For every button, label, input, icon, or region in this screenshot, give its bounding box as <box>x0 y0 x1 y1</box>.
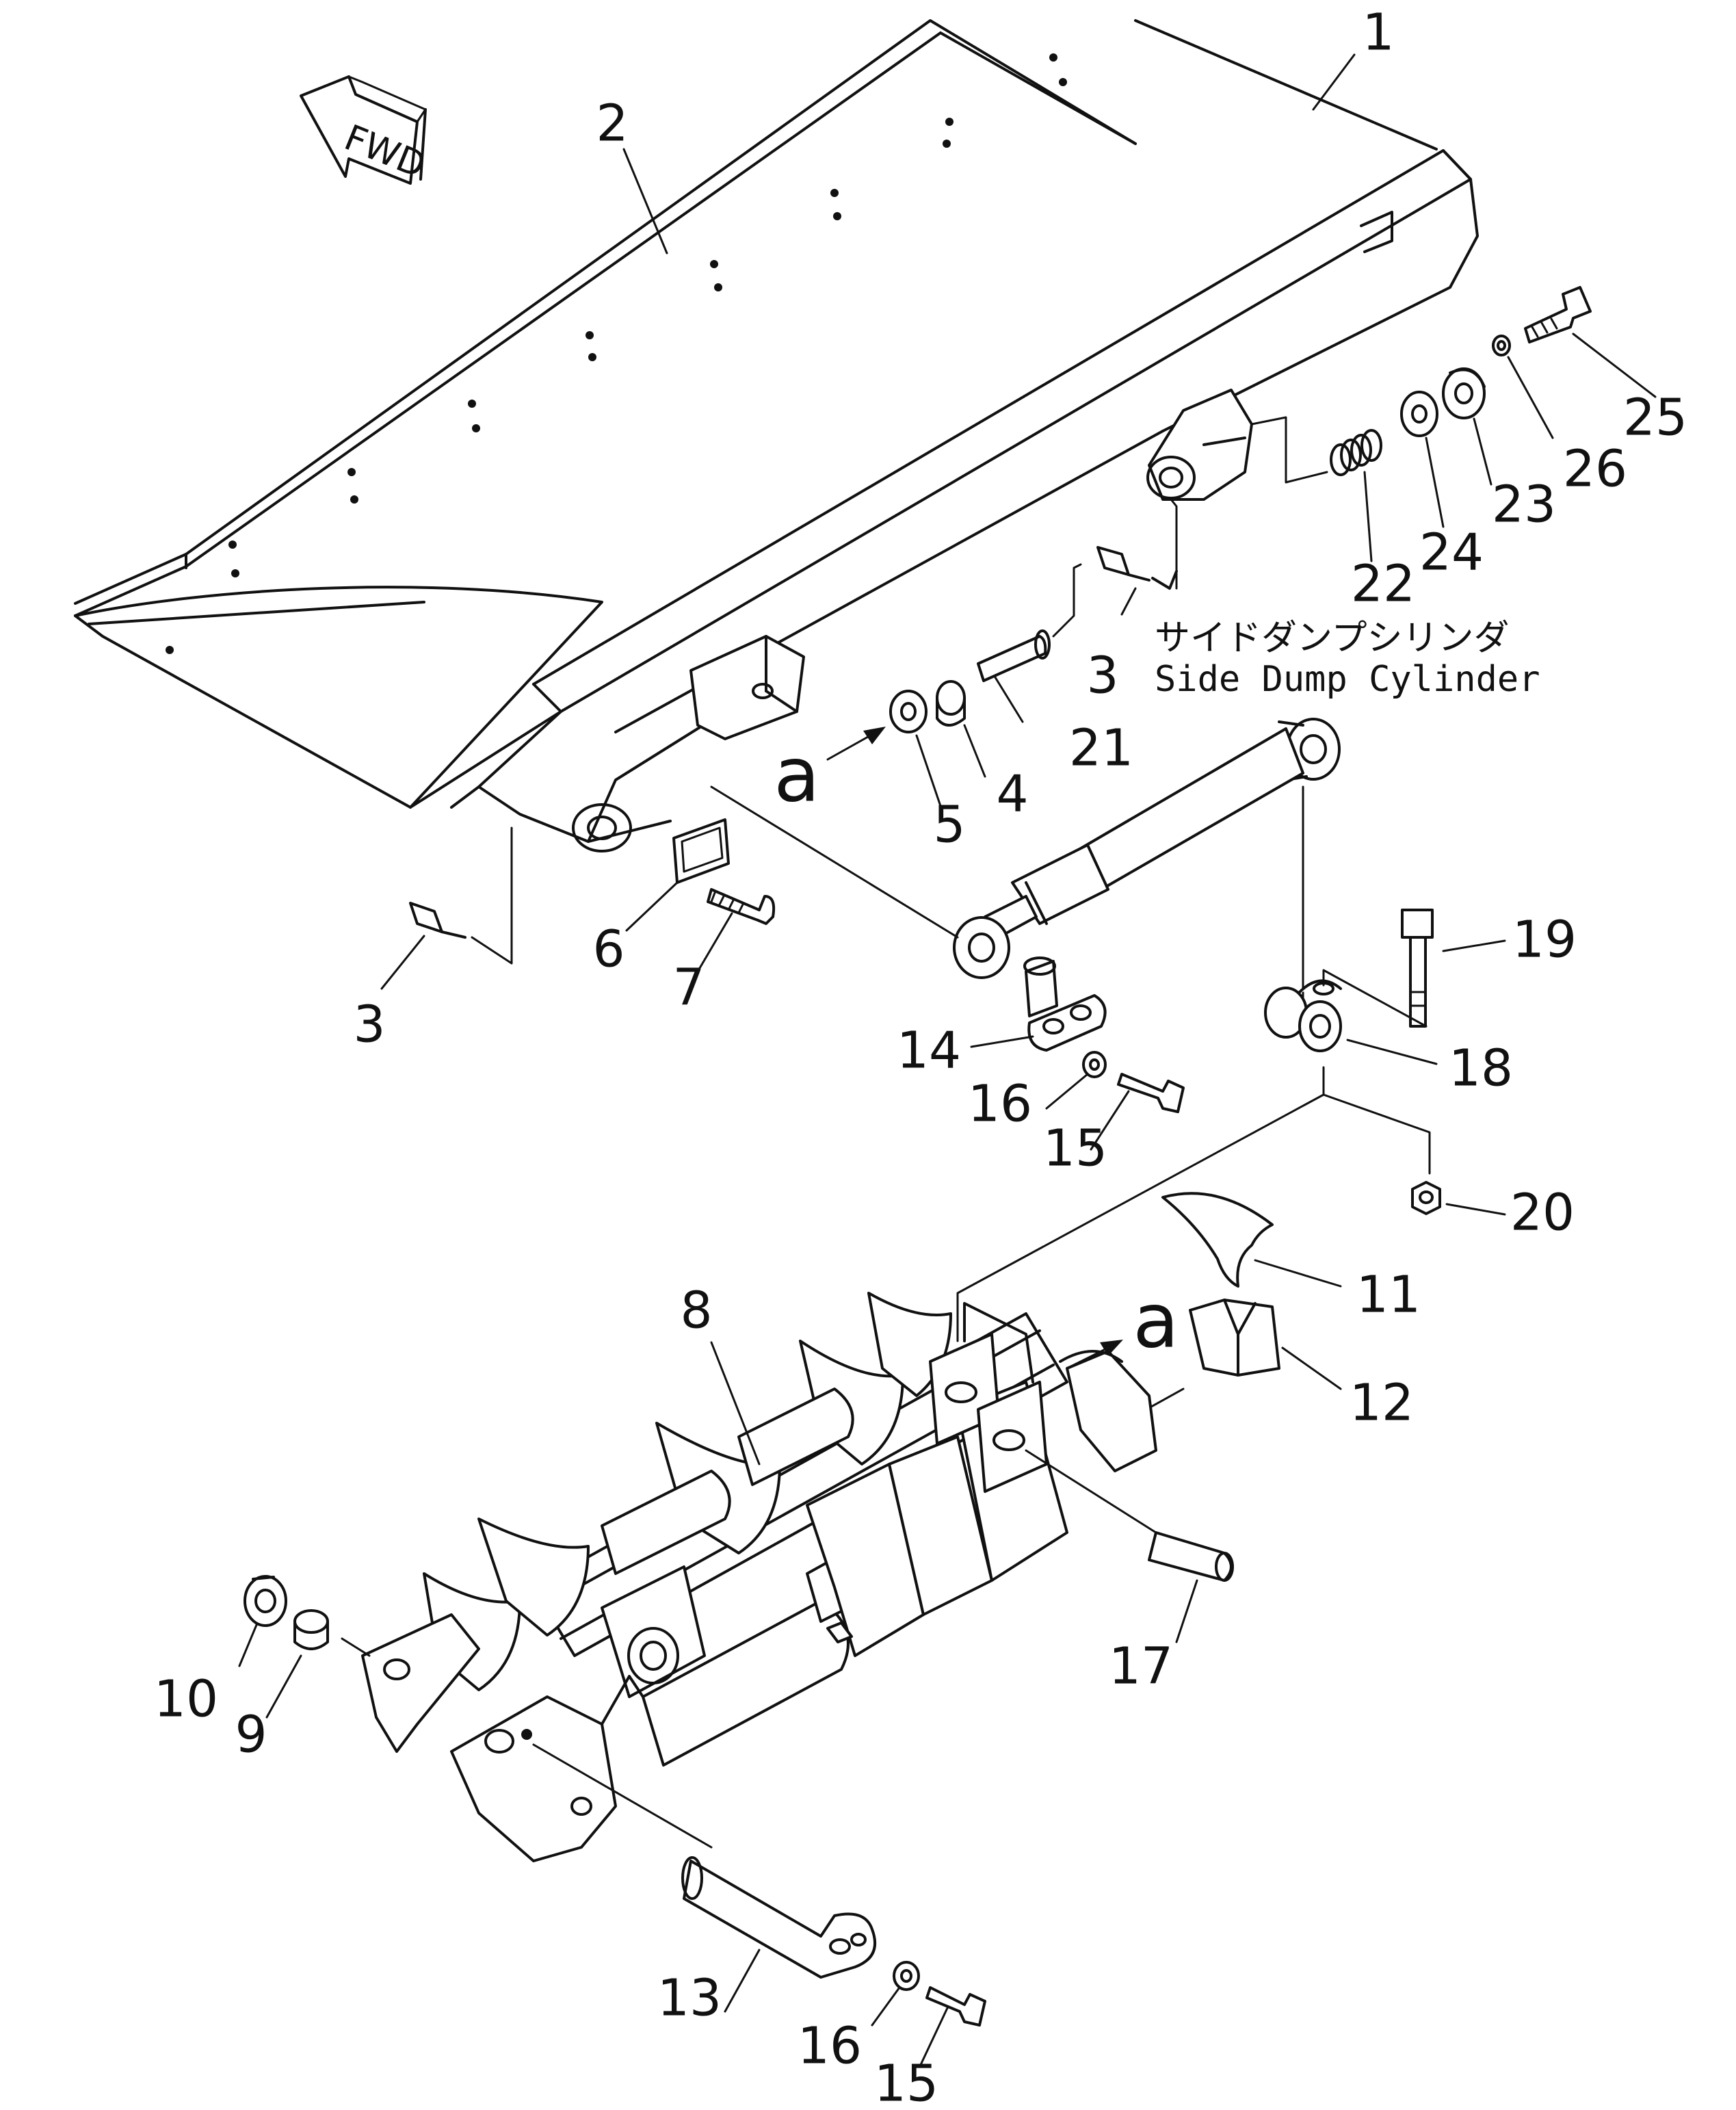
block-12 <box>1189 1299 1280 1377</box>
callout-20: 20 <box>1510 1184 1575 1242</box>
callout-17: 17 <box>1109 1637 1173 1696</box>
callout-5: 5 <box>933 796 965 855</box>
leader-2 <box>622 148 668 255</box>
bolt-7 <box>707 888 776 925</box>
callout-24: 24 <box>1419 523 1484 582</box>
callout-11: 11 <box>1356 1266 1421 1325</box>
bolt-15-lower <box>925 1986 986 2027</box>
washer-16-upper <box>1082 1051 1107 1078</box>
callout-7: 7 <box>672 959 705 1017</box>
callout-16-lower: 16 <box>798 2017 862 2076</box>
pin-13 <box>681 1856 876 1979</box>
callout-4: 4 <box>996 765 1028 824</box>
nut-10 <box>244 1575 287 1627</box>
callout-6: 6 <box>592 920 624 979</box>
bushing-9 <box>293 1609 329 1650</box>
callout-22: 22 <box>1351 555 1415 614</box>
callout-16-upper: 16 <box>968 1075 1032 1134</box>
callout-3-upper: 3 <box>1086 647 1118 705</box>
washer-24 <box>1400 391 1438 437</box>
callout-2: 2 <box>596 94 628 153</box>
caption-jp: サイドダンプシリンダ <box>1155 618 1509 659</box>
fwd-arrow-icon: FWD <box>300 75 431 187</box>
section-marker-a-lower: a <box>1133 1277 1179 1364</box>
callout-1: 1 <box>1362 3 1394 62</box>
callout-18: 18 <box>1449 1039 1513 1098</box>
leader-1 <box>1312 53 1356 111</box>
callout-25: 25 <box>1623 389 1687 447</box>
callout-23: 23 <box>1492 476 1556 534</box>
callout-12: 12 <box>1350 1374 1414 1433</box>
callout-19: 19 <box>1512 911 1577 969</box>
pin-21 <box>977 629 1051 682</box>
grease-fitting-upper <box>1096 546 1178 590</box>
caption-en: Side Dump Cylinder <box>1155 659 1540 700</box>
bolt-25 <box>1524 286 1592 343</box>
callout-14-upper: 14 <box>897 1021 961 1080</box>
callout-3-lower: 3 <box>353 995 385 1054</box>
bushing-4 <box>936 680 966 727</box>
side-dump-cylinder <box>953 718 1341 979</box>
washer-26 <box>1492 335 1511 356</box>
callout-9: 9 <box>235 1706 267 1764</box>
callout-21: 21 <box>1069 719 1133 778</box>
callout-13: 13 <box>657 1969 722 2028</box>
callout-15-lower: 15 <box>874 2055 938 2110</box>
plate-6 <box>672 818 730 884</box>
pad-11 <box>1161 1192 1274 1288</box>
callout-10: 10 <box>154 1670 218 1729</box>
bolt-19 <box>1401 909 1434 1028</box>
pin-17 <box>1148 1531 1234 1582</box>
dump-body <box>74 19 1479 852</box>
washer-23 <box>1442 367 1486 419</box>
section-marker-a-upper: a <box>774 731 819 818</box>
trunnion-18 <box>1264 979 1342 1052</box>
nut-20 <box>1411 1181 1441 1215</box>
washer-5 <box>889 690 928 733</box>
spring-22 <box>1330 429 1382 476</box>
washer-16-lower <box>893 1961 920 1991</box>
callout-15-upper: 15 <box>1043 1119 1107 1178</box>
grease-fitting-lower <box>409 902 466 939</box>
plate-14 <box>1023 956 1107 1052</box>
bolt-15-upper <box>1117 1073 1185 1113</box>
frame-assembly-8 <box>361 1292 1157 1862</box>
callout-8: 8 <box>680 1281 712 1340</box>
callout-26: 26 <box>1563 440 1627 499</box>
